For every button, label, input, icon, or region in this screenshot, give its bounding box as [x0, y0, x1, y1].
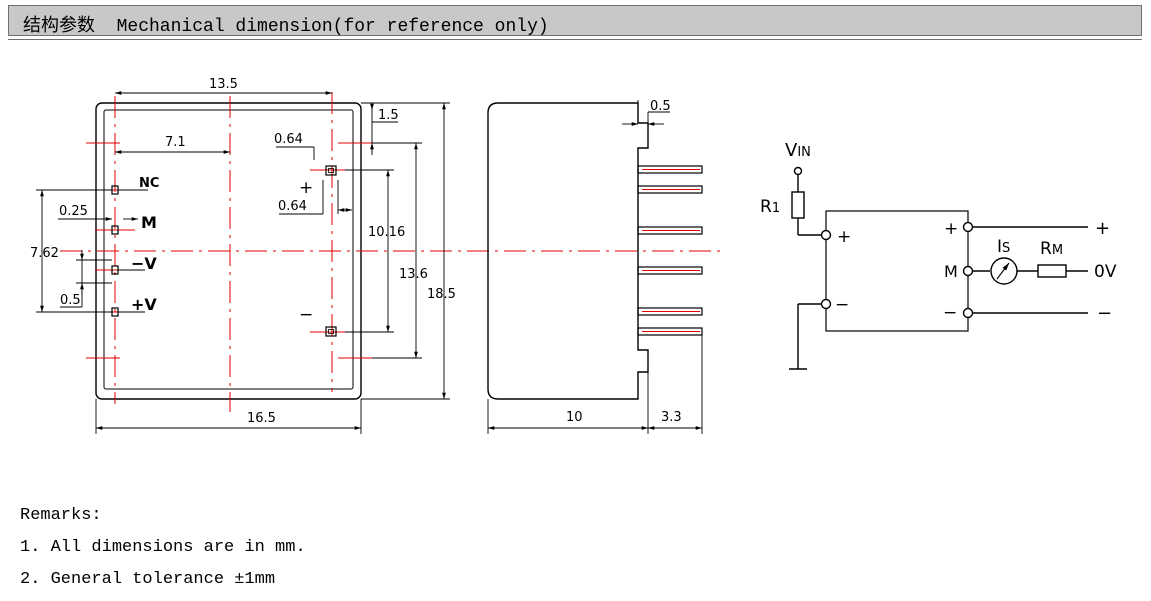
terminal-minus-label: −	[1097, 303, 1112, 324]
remarks-title: Remarks:	[20, 506, 102, 525]
output-m-node	[962, 265, 974, 277]
pin-label-plus-v: +V	[131, 295, 157, 314]
side-view	[487, 102, 649, 400]
pin-m-pad	[111, 225, 119, 235]
dim-0-64-bottom: 0.64	[278, 199, 307, 214]
dim-7-62: 7.62	[30, 246, 59, 261]
output-minus-node	[962, 307, 974, 319]
input-minus-label: −	[835, 295, 849, 315]
is-label: IS	[997, 237, 1010, 257]
r1-resistor	[791, 191, 805, 219]
front-centerlines	[60, 92, 720, 412]
terminal-plus-label: +	[1095, 218, 1110, 239]
side-outline	[487, 102, 649, 400]
output-plus-node	[962, 221, 974, 233]
dim-16-5: 16.5	[247, 411, 276, 426]
vin-label: VIN	[785, 140, 811, 161]
wiring-schematic	[789, 166, 1088, 370]
front-pin-labels: NC M −V +V + −	[131, 176, 313, 325]
dim-7-1: 7.1	[165, 135, 186, 150]
output-m-label: M	[944, 262, 958, 281]
dim-13-6: 13.6	[399, 267, 428, 282]
pin-out-plus-pad	[325, 165, 337, 176]
current-meter	[990, 257, 1018, 285]
vin-terminal	[793, 166, 803, 176]
dim-0-64-top: 0.64	[274, 132, 303, 147]
dim-0-5-side: 0.5	[650, 99, 671, 114]
front-dimension-labels: 13.5 7.1 1.5 0.64 0.64 0.25 7.62 0.5 10.…	[30, 77, 456, 426]
dim-10: 10	[566, 410, 583, 425]
section-header: 结构参数 Mechanical dimension(for reference …	[8, 5, 1142, 40]
section-title: 结构参数 Mechanical dimension(for reference …	[23, 17, 549, 37]
side-dimension-labels: 0.5 10 3.3	[566, 99, 682, 425]
pin-label-nc: NC	[139, 176, 159, 191]
remarks-section: Remarks: 1. All dimensions are in mm. 2.…	[20, 500, 306, 596]
front-inner-outline	[103, 109, 354, 390]
output-minus-label: −	[943, 303, 957, 323]
input-minus-node	[820, 298, 832, 310]
rm-label: RM	[1040, 239, 1063, 259]
side-pins	[637, 165, 703, 336]
dim-3-3: 3.3	[661, 410, 682, 425]
terminal-0v-label: 0V	[1094, 262, 1117, 282]
pin-out-minus-pad	[325, 326, 337, 337]
pin-label-out-plus: +	[299, 178, 313, 198]
pin-label-out-minus: −	[299, 305, 313, 325]
r1-label: R1	[760, 197, 780, 217]
dim-10-16: 10.16	[368, 225, 405, 240]
dim-0-25: 0.25	[59, 204, 88, 219]
dim-1-5: 1.5	[378, 108, 399, 123]
rm-resistor	[1037, 264, 1067, 278]
side-dimensions	[487, 100, 703, 434]
schematic-labels: VIN R1 + − + M − IS RM + 0V −	[760, 140, 1117, 324]
mechanical-drawing: 13.5 7.1 1.5 0.64 0.64 0.25 7.62 0.5 10.…	[30, 77, 1117, 434]
input-plus-label: +	[837, 227, 851, 247]
dim-18-5: 18.5	[427, 287, 456, 302]
remark-tolerance: 2. General tolerance ±1mm	[20, 570, 276, 589]
input-plus-node	[820, 229, 832, 241]
pin-label-minus-v: −V	[131, 254, 157, 273]
front-dimensions	[36, 91, 450, 434]
side-pin-centerlines	[642, 169, 700, 332]
remark-dimensions-unit: 1. All dimensions are in mm.	[20, 538, 306, 557]
pin-label-m: M	[141, 213, 157, 232]
dim-0-5: 0.5	[60, 293, 81, 308]
dim-13-5: 13.5	[209, 77, 238, 92]
output-plus-label: +	[944, 219, 958, 239]
